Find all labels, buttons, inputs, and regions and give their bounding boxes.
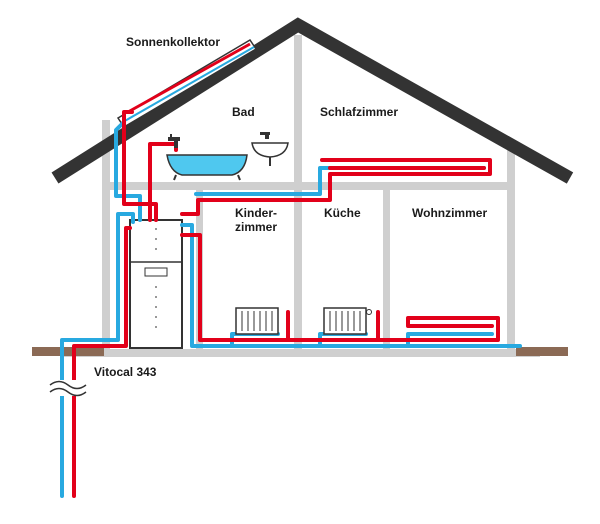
left-outer-wall [102, 120, 110, 350]
kids-room-label: Kinder- zimmer [226, 206, 286, 234]
faucet-icon [168, 134, 180, 148]
kitchen-label: Küche [324, 206, 361, 220]
ground-floor-slab [60, 349, 540, 357]
right-outer-wall [507, 150, 515, 350]
solar-collector-label: Sonnenkollektor [126, 35, 221, 49]
radiator-icon [235, 307, 279, 335]
inner-wall-right [383, 188, 390, 350]
hot-pipes [72, 110, 500, 498]
unit-label: Vitocal 343 [94, 365, 157, 379]
kids-room-label-line1: Kinder- [235, 206, 277, 220]
bathtub-icon [166, 154, 248, 181]
bathroom-label: Bad [232, 105, 255, 119]
solar-panel-icon [116, 38, 258, 129]
radiator-icon [323, 307, 372, 335]
upper-floor-slab [102, 182, 515, 190]
bedroom-label: Schlafzimmer [320, 105, 399, 119]
living-room-label: Wohnzimmer [412, 206, 488, 220]
ground [32, 347, 568, 356]
kids-room-label-line2: zimmer [234, 220, 278, 234]
ground-right [516, 347, 568, 356]
roof [51, 17, 574, 184]
heat-pump-icon [129, 219, 183, 349]
pipe-break-icon [49, 380, 87, 397]
sink-icon [251, 132, 289, 166]
ground-left [32, 347, 104, 356]
